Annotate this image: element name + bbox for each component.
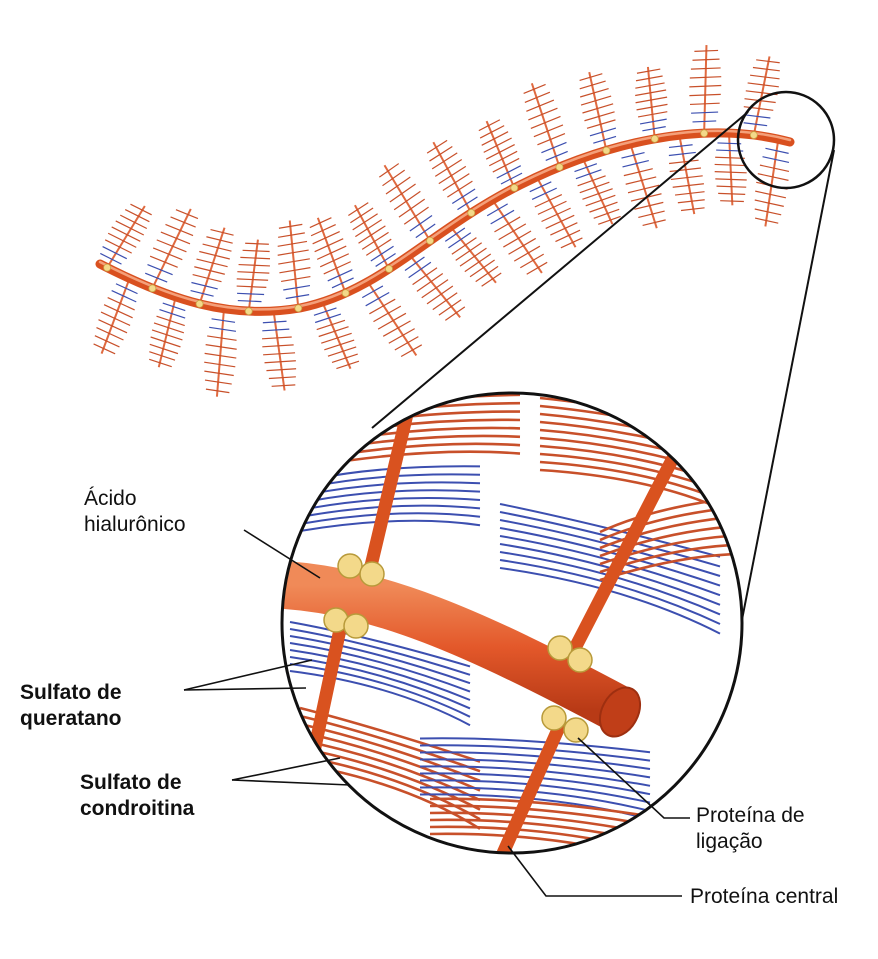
label-proteina-de-ligacao-line-2: ligação bbox=[696, 829, 805, 855]
label-acido-hialuronico: Ácido hialurônico bbox=[84, 486, 186, 539]
link-dot bbox=[427, 237, 434, 244]
link-dot bbox=[342, 290, 349, 297]
label-sulfato-de-queratano: Sulfato de queratano bbox=[20, 680, 122, 733]
proteoglycan-bristle bbox=[755, 139, 789, 226]
link-dot bbox=[556, 164, 563, 171]
link-dot bbox=[196, 300, 203, 307]
link-dot bbox=[245, 308, 252, 315]
label-acido-hialuronico-line-2: hialurônico bbox=[84, 512, 186, 538]
proteoglycan-bristle bbox=[310, 218, 354, 293]
zoom-line-right bbox=[738, 150, 834, 640]
label-sulfato-de-condroitina-line-1: Sulfato de bbox=[80, 770, 194, 796]
proteoglycan-bristle bbox=[94, 278, 138, 353]
leader-condroitina-b bbox=[232, 780, 350, 785]
link-dot bbox=[603, 147, 610, 154]
label-proteina-central: Proteína central bbox=[690, 884, 838, 910]
proteoglycan-bristle bbox=[524, 83, 568, 167]
label-sulfato-de-condroitina: Sulfato de condroitina bbox=[80, 770, 194, 823]
proteoglycan-bristle bbox=[314, 302, 359, 369]
proteoglycan-bristle bbox=[278, 220, 311, 308]
leader-queratano-b bbox=[184, 688, 306, 690]
proteoglycan-bristle bbox=[744, 56, 780, 135]
proteoglycan-bristle bbox=[427, 140, 477, 213]
proteoglycan-bristle bbox=[405, 255, 465, 320]
proteoglycan-bristle bbox=[204, 309, 236, 397]
proteoglycan-bristle bbox=[530, 177, 583, 248]
link-dot bbox=[511, 184, 518, 191]
aggregate-link-dots bbox=[104, 130, 758, 315]
proteoglycan-bristle bbox=[237, 240, 270, 312]
link-dot bbox=[104, 264, 111, 271]
proteoglycan-bristle bbox=[262, 311, 296, 390]
link-dot bbox=[750, 132, 757, 139]
proteoglycan-bristle bbox=[149, 297, 185, 367]
proteoglycan-bristle bbox=[379, 164, 435, 241]
label-proteina-de-ligacao-line-1: Proteína de bbox=[696, 803, 805, 829]
link-dot bbox=[149, 285, 156, 292]
proteoglycan-bristle bbox=[145, 209, 198, 288]
label-sulfato-de-queratano-line-2: queratano bbox=[20, 706, 122, 732]
label-proteina-de-ligacao: Proteína de ligação bbox=[696, 803, 805, 856]
proteoglycan-bristle bbox=[348, 203, 395, 269]
proteoglycan-bristle bbox=[580, 72, 616, 150]
proteoglycan-bristle bbox=[191, 228, 234, 304]
link-dot bbox=[385, 265, 392, 272]
proteoglycan-bristle bbox=[362, 282, 421, 357]
proteoglycan-bristle bbox=[635, 67, 667, 139]
proteoglycan-bristle bbox=[445, 227, 501, 287]
leader-condroitina-a bbox=[232, 758, 340, 780]
zoom-line-left bbox=[372, 112, 748, 428]
link-dot bbox=[701, 130, 708, 137]
aggregate-bristles bbox=[94, 45, 789, 397]
proteoglycan-bristle bbox=[487, 200, 547, 274]
label-sulfato-de-condroitina-line-2: condroitina bbox=[80, 796, 194, 822]
proteoglycan-bristle bbox=[479, 120, 522, 188]
label-proteina-central-line-1: Proteína central bbox=[690, 884, 838, 910]
proteoglycan-bristle bbox=[575, 158, 621, 224]
aggregate-hyaluronic-backbone bbox=[100, 133, 790, 312]
link-dot bbox=[295, 305, 302, 312]
aggregate-backbone-highlight bbox=[100, 131, 790, 310]
proteoglycan-bristle bbox=[715, 133, 747, 205]
leader-proteina-central bbox=[508, 846, 682, 896]
link-dot bbox=[651, 135, 658, 142]
label-acido-hialuronico-line-1: Ácido bbox=[84, 486, 186, 512]
proteoglycan-bristle bbox=[100, 204, 151, 267]
label-sulfato-de-queratano-line-1: Sulfato de bbox=[20, 680, 122, 706]
link-dot bbox=[468, 209, 475, 216]
proteoglycan-bristle bbox=[689, 45, 721, 133]
